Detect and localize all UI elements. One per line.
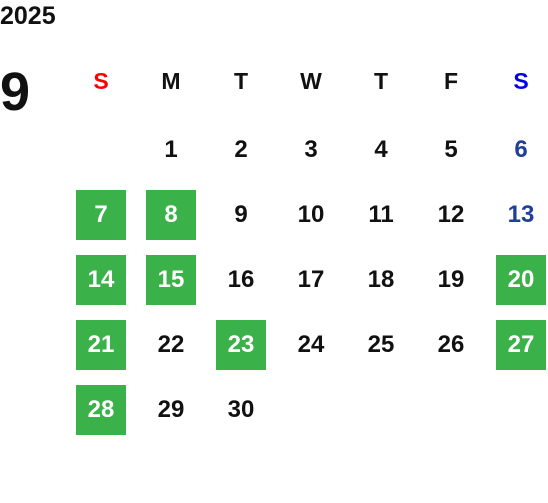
weekday-header: T (233, 68, 249, 94)
holiday-day-cell[interactable]: 7 (76, 190, 126, 240)
day-cell[interactable]: 13 (507, 201, 535, 228)
day-cell[interactable]: 22 (157, 331, 185, 358)
day-cell[interactable]: 6 (514, 136, 528, 163)
day-cell[interactable]: 24 (297, 331, 325, 358)
year-label: 2025 (0, 2, 56, 30)
weekday-header: T (373, 68, 389, 94)
day-cell[interactable]: 4 (374, 136, 388, 163)
day-cell[interactable]: 25 (367, 331, 395, 358)
month-label: 9 (0, 62, 31, 122)
day-cell[interactable]: 12 (437, 201, 465, 228)
holiday-day-cell[interactable]: 27 (496, 320, 546, 370)
day-cell[interactable]: 17 (297, 266, 325, 293)
holiday-day-cell[interactable]: 21 (76, 320, 126, 370)
weekday-header: M (161, 68, 181, 94)
day-cell[interactable]: 11 (368, 201, 394, 228)
day-cell[interactable]: 3 (304, 136, 318, 163)
day-cell[interactable]: 30 (227, 396, 255, 423)
day-cell[interactable]: 2 (234, 136, 248, 163)
day-cell[interactable]: 16 (227, 266, 255, 293)
holiday-day-cell[interactable]: 8 (146, 190, 196, 240)
day-cell[interactable]: 19 (437, 266, 465, 293)
weekday-header: S (93, 68, 109, 94)
holiday-day-cell[interactable]: 28 (76, 385, 126, 435)
day-cell[interactable]: 10 (297, 201, 325, 228)
day-cell[interactable]: 1 (164, 136, 178, 163)
holiday-day-cell[interactable]: 14 (76, 255, 126, 305)
holiday-day-cell[interactable]: 15 (146, 255, 196, 305)
day-cell[interactable]: 9 (234, 201, 248, 228)
day-cell[interactable]: 26 (437, 331, 465, 358)
holiday-day-cell[interactable]: 23 (216, 320, 266, 370)
day-cell[interactable]: 18 (367, 266, 395, 293)
weekday-header: S (513, 68, 529, 94)
weekday-header: F (443, 68, 459, 94)
day-cell[interactable]: 5 (444, 136, 458, 163)
weekday-header: W (300, 68, 322, 94)
holiday-day-cell[interactable]: 20 (496, 255, 546, 305)
day-cell[interactable]: 29 (157, 396, 185, 423)
